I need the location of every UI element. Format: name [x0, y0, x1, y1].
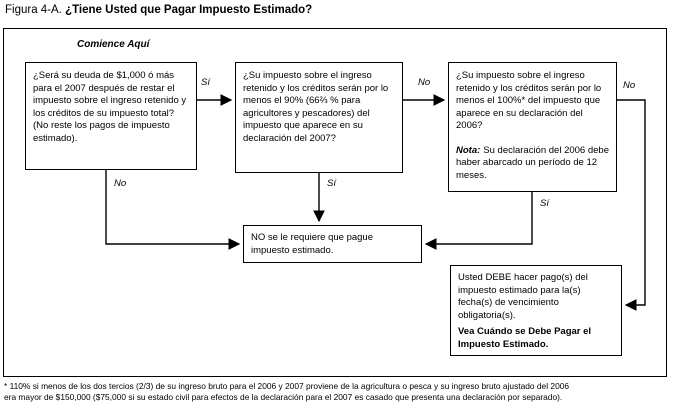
footnote: * 110% si menos de los dos tercios (2/3)…	[4, 381, 671, 404]
footnote-line-2: era mayor de $150,000 ($75,000 si su est…	[4, 392, 563, 403]
figure-title: Figura 4-A. ¿Tiene Usted que Pagar Impue…	[5, 4, 312, 16]
result-box-not-required: NO se le requiere que pague impuesto est…	[243, 225, 422, 263]
result-box-must-pay-reference: Vea Cuándo se Debe Pagar el Impuesto Est…	[458, 326, 592, 350]
flowchart-frame	[3, 28, 667, 377]
question-box-debt-1000-text: ¿Será su deuda de $1,000 ó más para el 2…	[33, 70, 187, 144]
edge-label-q2-no: No	[418, 77, 431, 88]
result-box-must-pay: Usted DEBE hacer pago(s) del impuesto es…	[450, 265, 622, 356]
edge-label-q3-yes: Sí	[540, 198, 549, 209]
question-box-100-percent-text: ¿Su impuesto sobre el ingreso retenido y…	[456, 70, 602, 132]
question-box-100-percent-note: Nota:Su declaración del 2006 debe haber …	[456, 145, 609, 183]
note-text: Su declaración del 2006 debe haber abarc…	[456, 144, 609, 181]
start-here-label: Comience Aquí	[77, 39, 150, 50]
footnote-line-1: * 110% si menos de los dos tercios (2/3)…	[4, 381, 570, 391]
edge-label-q2-yes: Sí	[327, 178, 336, 189]
edge-label-q1-yes: Sí	[201, 77, 210, 88]
note-label: Nota:	[456, 144, 481, 156]
result-box-must-pay-text: Usted DEBE hacer pago(s) del impuesto es…	[458, 272, 588, 321]
edge-label-q1-no: No	[114, 178, 127, 189]
question-box-90-percent-text: ¿Su impuesto sobre el ingreso retenido y…	[243, 70, 389, 144]
question-box-debt-1000: ¿Será su deuda de $1,000 ó más para el 2…	[25, 62, 197, 170]
edge-label-q3-no: No	[623, 80, 636, 91]
question-box-100-percent: ¿Su impuesto sobre el ingreso retenido y…	[448, 62, 617, 192]
figure-title-main: ¿Tiene Usted que Pagar Impuesto Estimado…	[65, 4, 313, 16]
figure-title-prefix: Figura 4-A.	[5, 4, 62, 16]
result-box-not-required-text: NO se le requiere que pague impuesto est…	[251, 232, 373, 256]
question-box-90-percent: ¿Su impuesto sobre el ingreso retenido y…	[235, 62, 403, 173]
